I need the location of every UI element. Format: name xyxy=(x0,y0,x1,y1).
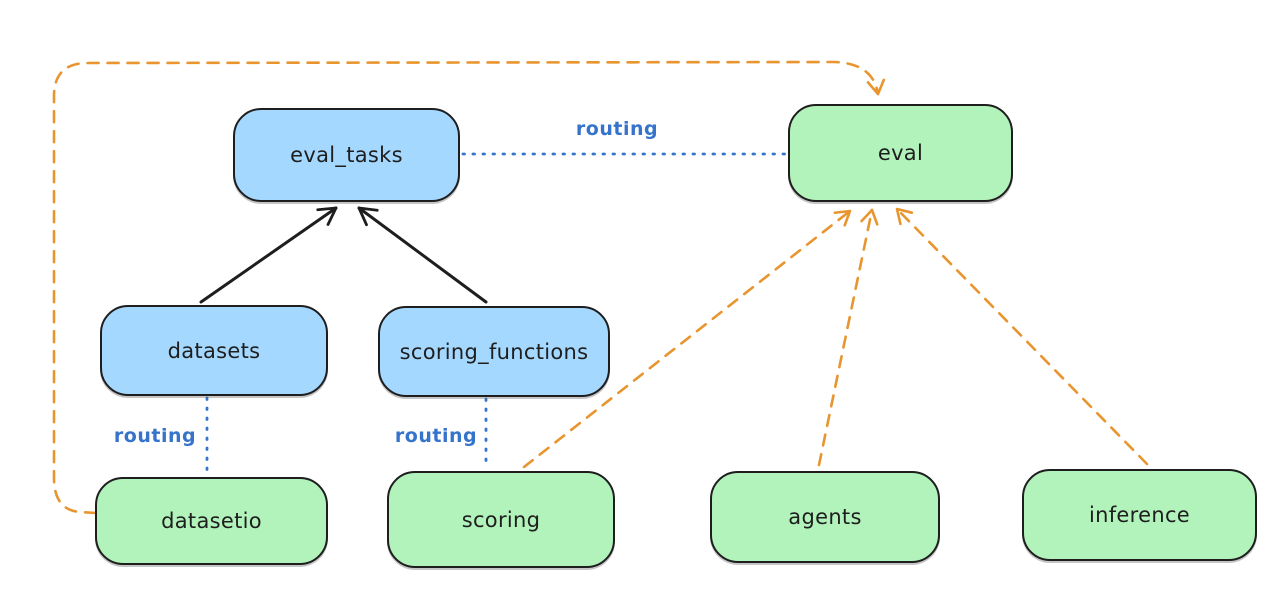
node-eval-tasks-label: eval_tasks xyxy=(290,143,403,167)
node-agents: agents xyxy=(710,471,940,563)
node-datasets: datasets xyxy=(100,305,328,396)
routing-label-eval-tasks-eval: routing xyxy=(575,118,659,140)
edge-agents-to-eval xyxy=(817,208,879,467)
node-scoring-functions: scoring_functions xyxy=(378,306,610,397)
node-agents-label: agents xyxy=(788,505,862,529)
edge-datasets-to-eval-tasks xyxy=(199,206,338,304)
routing-label-scoring-functions-scoring: routing xyxy=(394,425,478,447)
edge-inference-to-eval xyxy=(895,207,1149,466)
routing-label-datasets-datasetio: routing xyxy=(113,425,197,447)
node-scoring-label: scoring xyxy=(461,507,541,532)
node-eval-tasks: eval_tasks xyxy=(233,108,460,202)
node-eval: eval xyxy=(788,104,1013,202)
node-inference: inference xyxy=(1022,469,1257,561)
node-datasets-label: datasets xyxy=(167,338,261,363)
node-eval-label: eval xyxy=(877,141,924,165)
node-datasetio-label: datasetio xyxy=(161,509,262,533)
node-scoring: scoring xyxy=(387,471,615,568)
node-inference-label: inference xyxy=(1088,503,1191,527)
edge-scoring-functions-to-eval-tasks xyxy=(357,206,488,304)
node-scoring-functions-label: scoring_functions xyxy=(399,339,589,364)
edge-scoring-to-eval xyxy=(522,209,852,469)
node-datasetio: datasetio xyxy=(95,477,328,565)
